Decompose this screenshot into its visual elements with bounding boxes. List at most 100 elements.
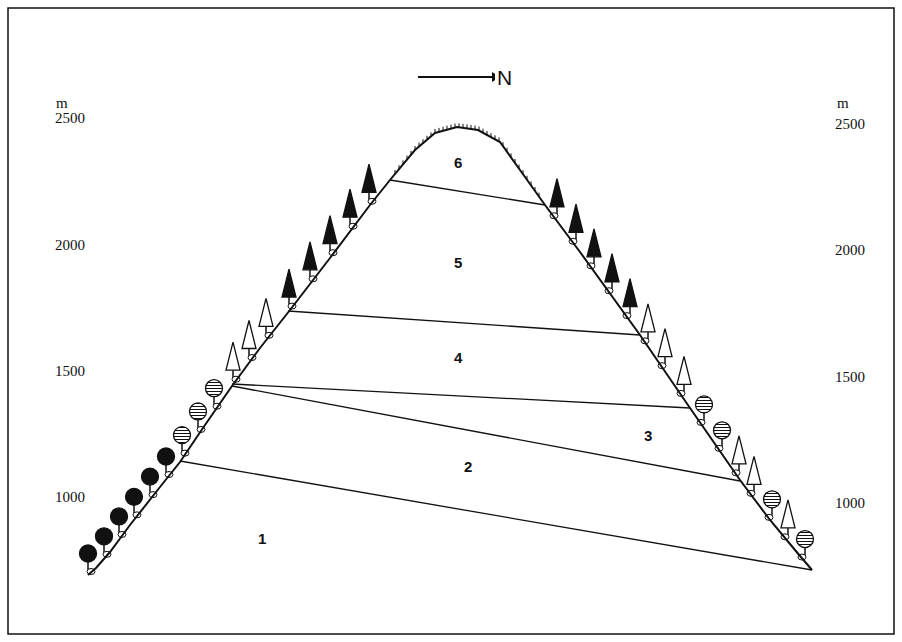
altitude-label: 1000	[833, 495, 867, 512]
summit-tick	[535, 187, 536, 191]
conifer-tree	[623, 279, 637, 319]
altitude-label: 2000	[53, 237, 87, 254]
summit-tick	[447, 126, 448, 130]
tree-crown	[190, 403, 207, 420]
tree-crown	[696, 396, 713, 413]
tree-crown	[714, 422, 731, 439]
tree-crown	[126, 488, 143, 505]
summit-tick	[403, 160, 404, 164]
tree-crown	[658, 329, 672, 357]
summit-tick	[427, 136, 428, 140]
conifer-tree	[362, 164, 376, 204]
zone-lines	[180, 180, 812, 570]
tree-crown	[226, 342, 240, 370]
tree-crown	[764, 491, 781, 508]
summit-tick	[511, 153, 512, 157]
altitude-label: 1500	[53, 363, 87, 380]
north-label: N	[495, 66, 514, 89]
summit-tick	[419, 143, 420, 147]
zone-line	[288, 311, 640, 335]
summit-tick	[519, 165, 520, 169]
conifer-tree	[282, 269, 296, 309]
summit-tick	[515, 159, 516, 163]
zone-line	[232, 386, 740, 481]
conifer-tree	[242, 321, 256, 361]
tree-crown	[282, 269, 296, 297]
summit-tick	[507, 148, 508, 152]
tree-crown	[323, 216, 337, 244]
conifer-tree	[226, 342, 240, 382]
conifer-tree	[550, 179, 564, 219]
zone-number: 3	[642, 427, 654, 444]
summit-tick	[487, 131, 488, 135]
altitude-label: 2500	[53, 110, 87, 127]
tree-crown	[569, 204, 583, 232]
summit-tick	[539, 193, 540, 197]
tree-crown	[96, 528, 113, 545]
summit-tick	[435, 129, 436, 133]
summit-ticks	[395, 123, 539, 196]
summit-tick	[503, 142, 504, 146]
summit-tick	[407, 156, 408, 160]
tree-crown	[111, 508, 128, 525]
summit-tick	[499, 137, 500, 141]
summit-tick	[491, 133, 492, 137]
zone-number: 5	[452, 254, 464, 271]
summit-tick	[423, 139, 424, 143]
tree-crown	[550, 179, 564, 207]
altitude-label: 2000	[833, 242, 867, 259]
summit-tick	[415, 146, 416, 150]
conifer-tree	[323, 216, 337, 256]
tree-crown	[158, 448, 175, 465]
conifer-tree	[259, 298, 273, 338]
tree-crown	[242, 321, 256, 349]
zone-line	[232, 384, 690, 408]
summit-tick	[495, 135, 496, 139]
conifer-tree	[747, 456, 761, 496]
summit-tick	[523, 170, 524, 174]
tree-crown	[174, 427, 191, 444]
tree-crown	[623, 279, 637, 307]
summit-tick	[483, 129, 484, 133]
altitude-label: 1500	[833, 369, 867, 386]
summit-tick	[439, 128, 440, 132]
tree-crown	[587, 229, 601, 257]
tree-crown	[142, 468, 159, 485]
vegetation	[80, 164, 814, 574]
tree-crown	[732, 436, 746, 464]
zone-number: 1	[256, 530, 268, 547]
conifer-tree	[303, 242, 317, 282]
conifer-tree	[569, 204, 583, 244]
tree-crown	[206, 380, 223, 397]
summit-tick	[459, 123, 460, 127]
frame	[8, 8, 894, 634]
zone-number: 2	[462, 458, 474, 475]
summit-tick	[411, 151, 412, 155]
summit-tick	[431, 132, 432, 136]
tree-crown	[259, 298, 273, 326]
zone-number: 6	[452, 154, 464, 171]
tree-crown	[303, 242, 317, 270]
conifer-tree	[343, 189, 357, 229]
summit-tick	[527, 176, 528, 180]
summit-tick	[531, 181, 532, 185]
tree-crown	[80, 545, 97, 562]
summit-tick	[451, 125, 452, 129]
summit-tick	[471, 125, 472, 129]
tree-crown	[605, 254, 619, 282]
tree-crown	[797, 531, 814, 548]
tree-crown	[747, 456, 761, 484]
summit-tick	[463, 124, 464, 128]
summit-tick	[475, 126, 476, 130]
summit-tick	[455, 124, 456, 128]
altitude-label: 2500	[833, 116, 867, 133]
north-arrow	[418, 76, 492, 78]
conifer-tree	[587, 229, 601, 269]
tree-crown	[343, 189, 357, 217]
conifer-tree	[605, 254, 619, 294]
altitude-label: 1000	[53, 489, 87, 506]
summit-tick	[443, 127, 444, 131]
tree-crown	[677, 356, 691, 384]
tree-crown	[641, 304, 655, 332]
